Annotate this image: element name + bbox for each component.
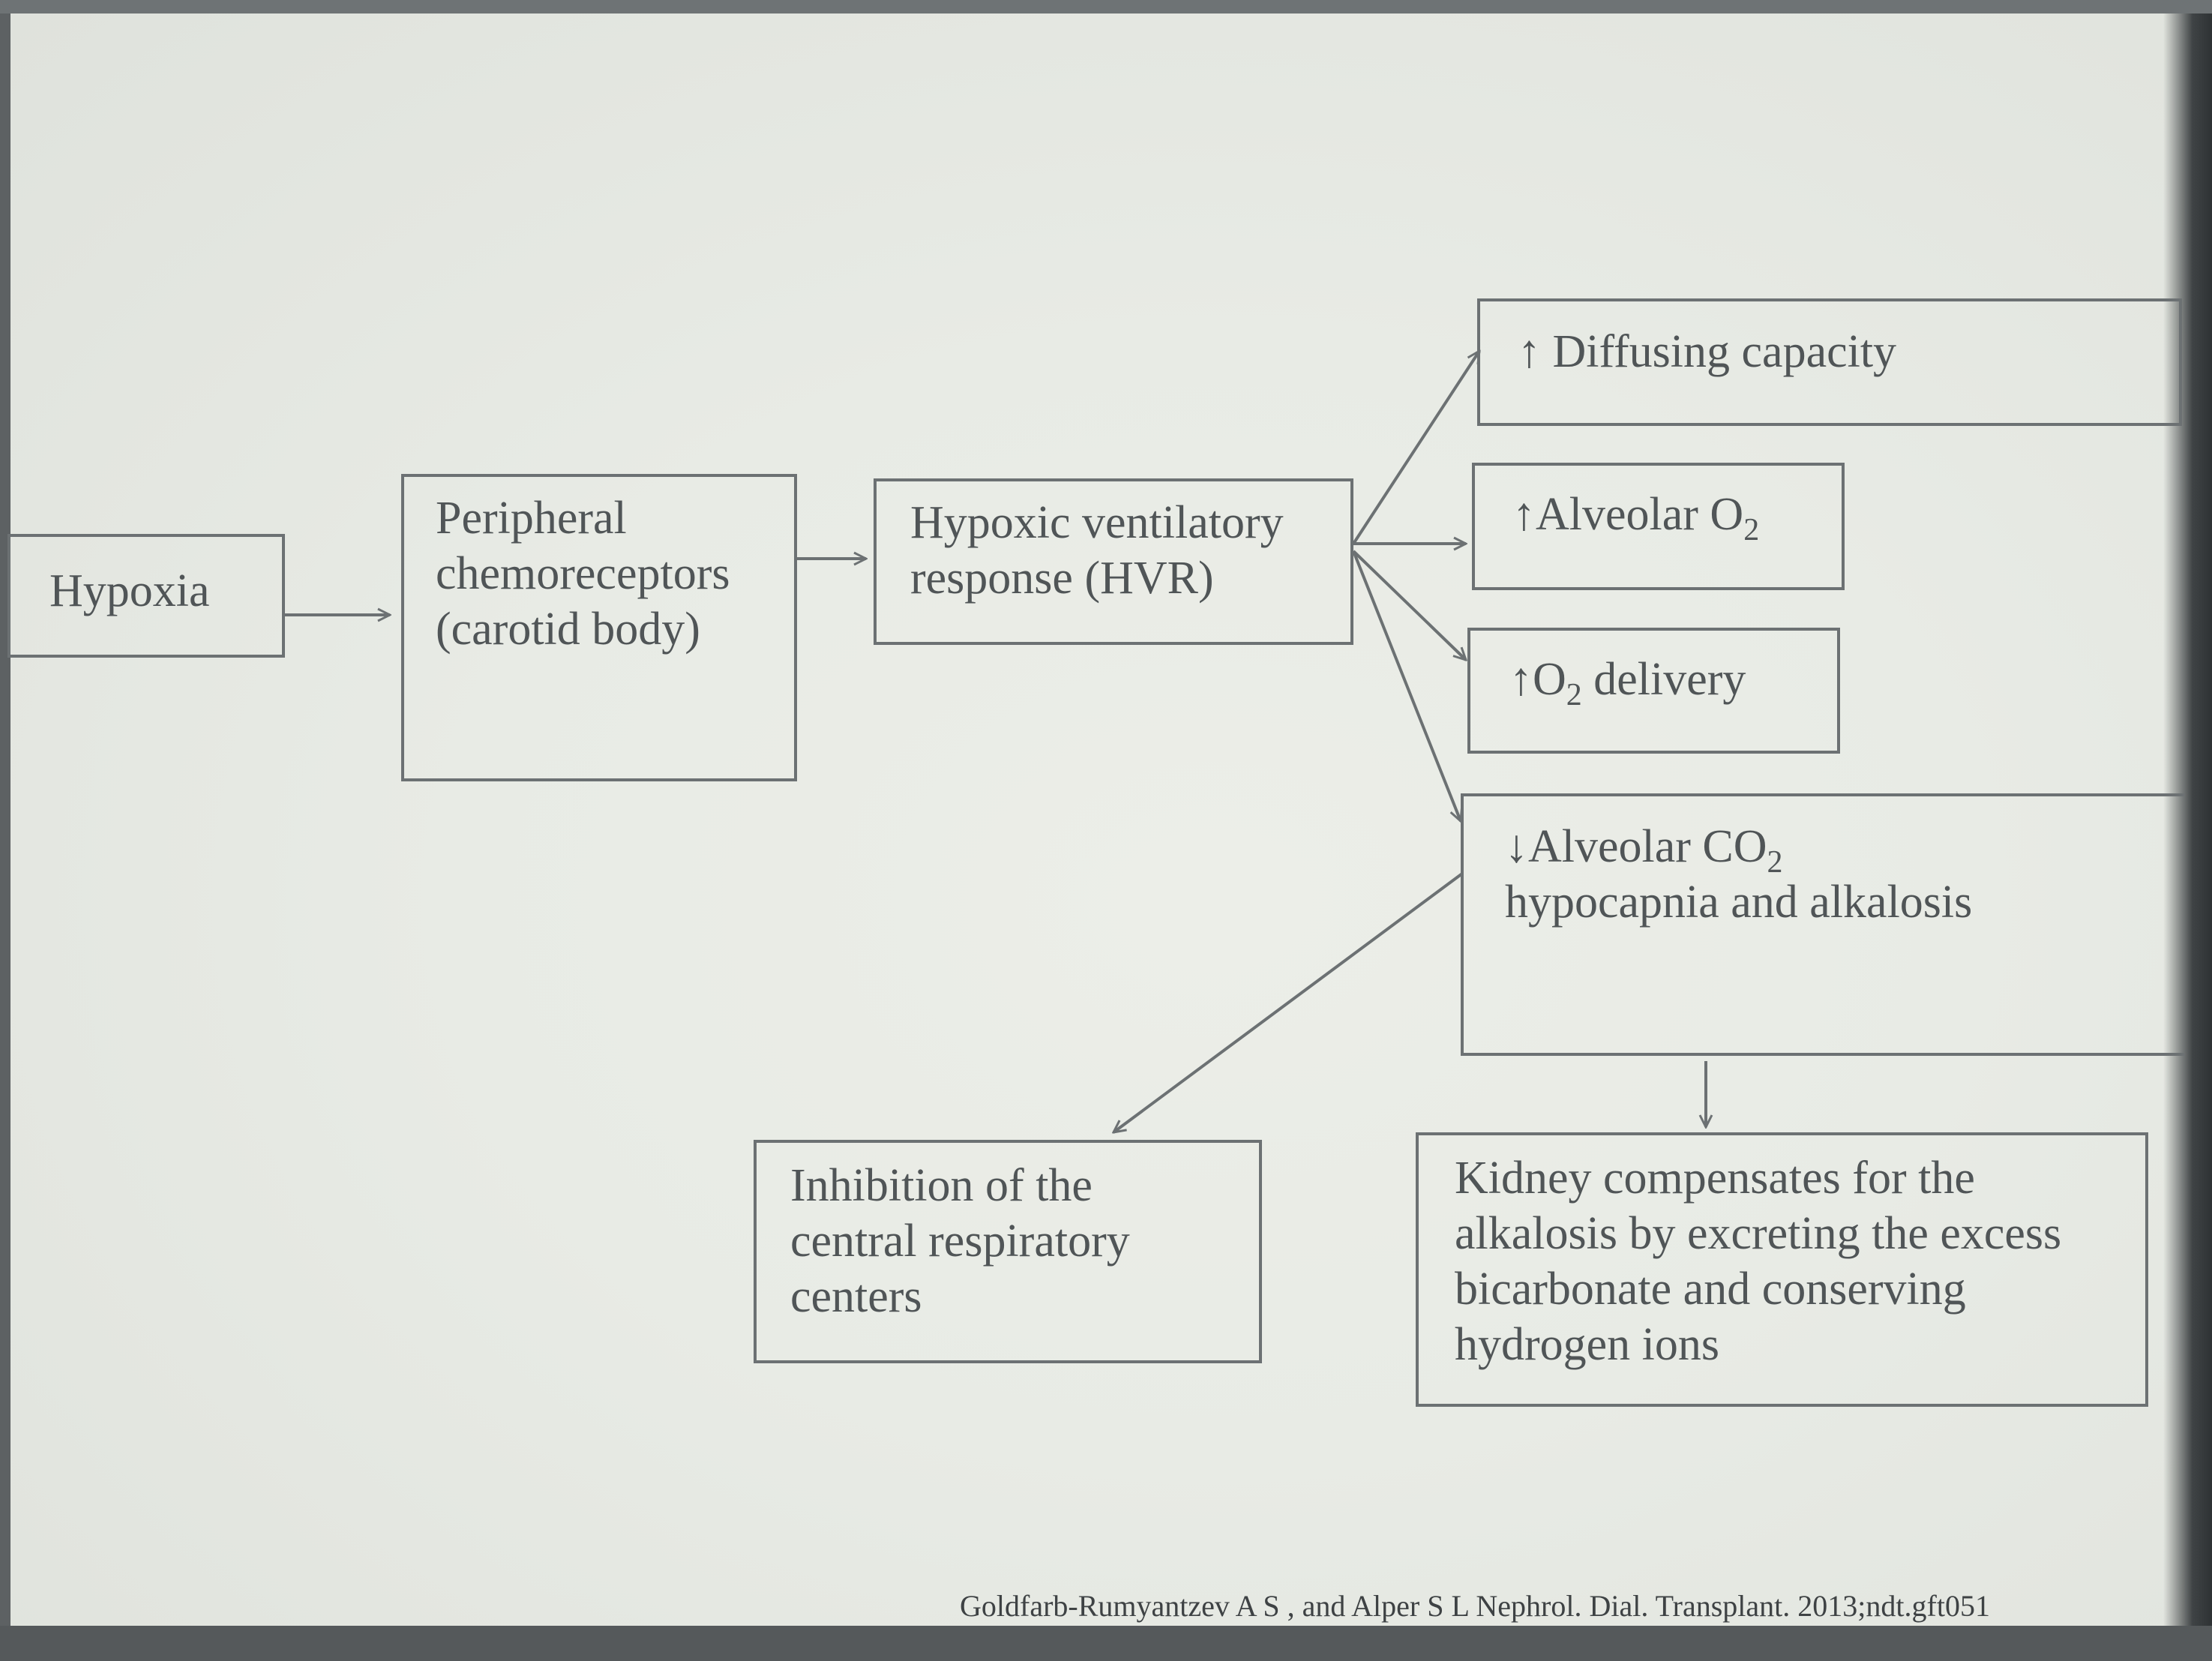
node-kidney-line4: hydrogen ions <box>1455 1319 1720 1370</box>
node-diffusing-capacity: ↑ Diffusing capacity <box>1477 298 2182 426</box>
node-inhibition: Inhibition of the central respiratory ce… <box>754 1140 1262 1363</box>
citation: Goldfarb-Rumyantzev A S , and Alper S L … <box>960 1589 1990 1623</box>
node-alveolar-co2-subscript: 2 <box>1767 845 1783 880</box>
node-alveolar-co2-line2: hypocapnia and alkalosis <box>1505 877 1973 928</box>
node-inhibition-line3: centers <box>790 1271 922 1322</box>
node-hvr-line2: response (HVR) <box>910 553 1214 604</box>
node-chemoreceptors-line2: chemoreceptors <box>436 548 730 599</box>
node-alveolar-co2: ↓Alveolar CO2 hypocapnia and alkalosis <box>1461 793 2184 1056</box>
node-hypoxia-label: Hypoxia <box>49 565 210 616</box>
node-inhibition-line1: Inhibition of the <box>790 1160 1093 1211</box>
node-alveolar-o2-label: Alveolar O <box>1536 489 1744 540</box>
up-arrow-icon: ↑ <box>1512 489 1536 540</box>
node-alveolar-o2-subscript: 2 <box>1743 513 1760 547</box>
node-chemoreceptors-line1: Peripheral <box>436 493 627 544</box>
node-hypoxia: Hypoxia <box>7 534 285 658</box>
node-inhibition-line2: central respiratory <box>790 1216 1130 1267</box>
node-hvr: Hypoxic ventilatory response (HVR) <box>874 478 1353 645</box>
arrow-hvr-to-diffusing <box>1352 351 1479 545</box>
node-o2-delivery-subscript: 2 <box>1566 678 1582 712</box>
node-hvr-line1: Hypoxic ventilatory <box>910 497 1284 548</box>
node-kidney-line1: Kidney compensates for the <box>1455 1153 1975 1204</box>
node-alveolar-co2-label: Alveolar CO <box>1528 821 1767 872</box>
node-kidney-line2: alkalosis by excreting the excess <box>1455 1208 2062 1259</box>
node-o2-delivery: ↑O2 delivery <box>1467 628 1840 754</box>
screen-bezel-top <box>0 0 2212 13</box>
arrow-hvr-to-alveolar-co2 <box>1352 550 1461 821</box>
down-arrow-icon: ↓ <box>1505 821 1528 872</box>
arrow-hvr-to-o2-delivery <box>1352 550 1466 660</box>
node-diffusing-label: Diffusing capacity <box>1541 326 1897 377</box>
node-kidney-line3: bicarbonate and conserving <box>1455 1264 1966 1315</box>
node-o2-delivery-label-rest: delivery <box>1581 654 1746 705</box>
node-chemoreceptors-line3: (carotid body) <box>436 604 700 655</box>
node-chemoreceptors: Peripheral chemoreceptors (carotid body) <box>401 474 797 781</box>
node-alveolar-o2: ↑Alveolar O2 <box>1472 463 1845 590</box>
arrow-co2-to-inhibition <box>1113 872 1464 1132</box>
screen-bezel-bottom <box>0 1626 2212 1661</box>
node-o2-delivery-label-o: O <box>1533 654 1566 705</box>
screen-edge-shadow <box>2163 13 2212 1661</box>
up-arrow-icon: ↑ <box>1509 654 1533 705</box>
up-arrow-icon: ↑ <box>1518 326 1541 377</box>
slide-background <box>10 13 2200 1626</box>
node-kidney: Kidney compensates for the alkalosis by … <box>1416 1132 2148 1407</box>
